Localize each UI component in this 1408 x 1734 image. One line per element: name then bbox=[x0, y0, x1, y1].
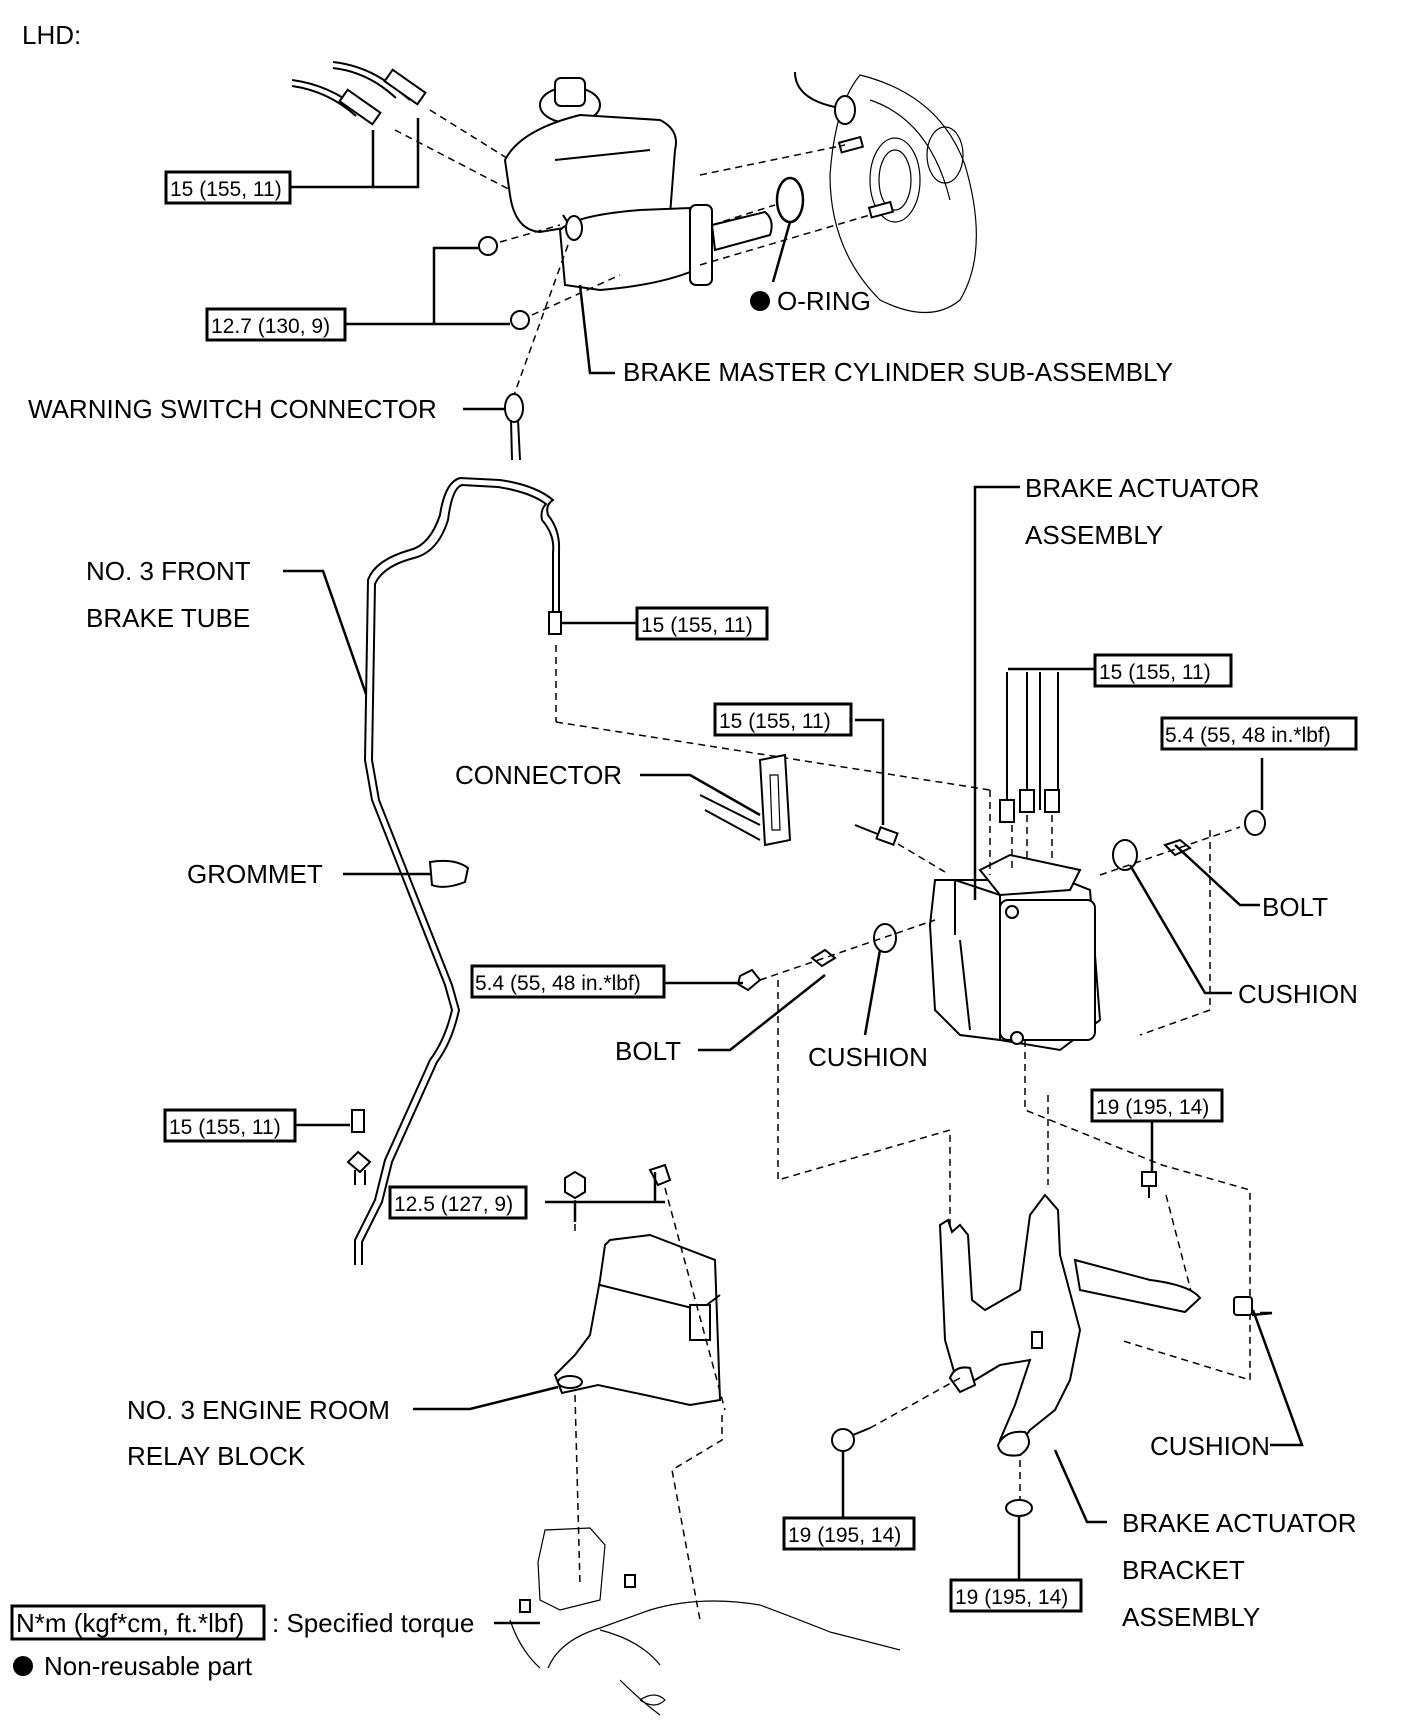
label-actuator-line1: BRAKE ACTUATOR bbox=[1025, 473, 1260, 503]
torque-relay-block: 12.5 (127, 9) bbox=[388, 1185, 528, 1220]
label-front-brake-tube-line1: NO. 3 FRONT bbox=[86, 556, 251, 586]
label-connector: CONNECTOR bbox=[455, 760, 622, 790]
brake-tubes-master bbox=[291, 61, 521, 196]
torque-bracket-left: 19 (195, 14) bbox=[782, 1516, 916, 1551]
variant-label: LHD: bbox=[22, 20, 81, 50]
torque-front-tube-top: 15 (155, 11) bbox=[635, 606, 769, 641]
leaders-relay bbox=[413, 1172, 665, 1411]
label-cushion-left: CUSHION bbox=[808, 1042, 928, 1072]
label-actuator-line2: ASSEMBLY bbox=[1025, 520, 1163, 550]
warning-switch-part bbox=[504, 244, 569, 461]
label-bolt-left: BOLT bbox=[615, 1036, 681, 1066]
brake-actuator bbox=[928, 853, 1102, 1052]
actuator-tubes bbox=[854, 672, 1060, 875]
torque-cushion-right: 5.4 (55, 48 in.*lbf) bbox=[1160, 716, 1358, 751]
brake-booster bbox=[794, 71, 977, 314]
bracket-assembly bbox=[938, 1193, 1202, 1457]
torque-value: 19 (195, 14) bbox=[1096, 1096, 1209, 1119]
label-bracket-line1: BRAKE ACTUATOR bbox=[1122, 1508, 1357, 1538]
leaders-bracket bbox=[841, 1122, 1304, 1583]
label-relay-block-line2: RELAY BLOCK bbox=[127, 1441, 306, 1471]
torque-bracket-top: 19 (195, 14) bbox=[1090, 1088, 1224, 1123]
legend: N*m (kgf*cm, ft.*lbf) : Specified torque… bbox=[10, 1604, 474, 1681]
legend-torque-desc: : Specified torque bbox=[272, 1608, 474, 1638]
torque-front-tube-bottom: 15 (155, 11) bbox=[163, 1108, 297, 1143]
torque-value: 15 (155, 11) bbox=[170, 178, 282, 201]
label-cushion-bottom: CUSHION bbox=[1150, 1431, 1270, 1461]
label-grommet: GROMMET bbox=[187, 859, 323, 889]
body-panel bbox=[494, 1527, 901, 1716]
label-cushion-right: CUSHION bbox=[1238, 979, 1358, 1009]
torque-bracket-bottom: 19 (195, 14) bbox=[949, 1578, 1083, 1613]
label-bolt-right: BOLT bbox=[1262, 892, 1328, 922]
leaders-top bbox=[290, 118, 615, 411]
mc-nuts bbox=[478, 224, 621, 330]
label-master-cylinder: BRAKE MASTER CYLINDER SUB-ASSEMBLY bbox=[623, 357, 1173, 387]
torque-mc-nuts: 12.7 (130, 9) bbox=[205, 307, 347, 342]
clip-part bbox=[346, 1150, 372, 1185]
label-bracket-line3: ASSEMBLY bbox=[1122, 1602, 1260, 1632]
o-ring-part bbox=[699, 144, 871, 283]
torque-value: 5.4 (55, 48 in.*lbf) bbox=[475, 972, 641, 995]
leaders-front-tube bbox=[283, 569, 637, 1127]
bracket-fasteners bbox=[831, 1171, 1253, 1517]
actuator-mount-parts bbox=[736, 810, 1266, 992]
label-warning-switch-connector: WARNING SWITCH CONNECTOR bbox=[28, 394, 437, 424]
torque-value: 15 (155, 11) bbox=[719, 710, 831, 733]
relay-fasteners bbox=[564, 1163, 726, 1621]
non-reusable-dot-icon bbox=[750, 291, 770, 311]
torque-value: 5.4 (55, 48 in.*lbf) bbox=[1165, 724, 1331, 747]
torque-cushion-left: 5.4 (55, 48 in.*lbf) bbox=[470, 964, 666, 999]
non-reusable-dot-icon bbox=[13, 1656, 33, 1676]
relay-block bbox=[553, 1233, 722, 1407]
label-front-brake-tube-line2: BRAKE TUBE bbox=[86, 603, 250, 633]
front-brake-tube bbox=[351, 476, 991, 1265]
assembly-dashes bbox=[777, 830, 1251, 1382]
legend-non-reusable: Non-reusable part bbox=[44, 1651, 253, 1681]
torque-value: 15 (155, 11) bbox=[641, 614, 753, 637]
torque-value: 12.5 (127, 9) bbox=[394, 1193, 513, 1216]
torque-value: 19 (195, 14) bbox=[955, 1586, 1068, 1609]
torque-actuator-tubes: 15 (155, 11) bbox=[1093, 653, 1233, 688]
legend-torque-unit: N*m (kgf*cm, ft.*lbf) bbox=[16, 1608, 244, 1638]
torque-actuator-single: 15 (155, 11) bbox=[713, 702, 853, 737]
master-cylinder bbox=[503, 77, 773, 292]
torque-value: 15 (155, 11) bbox=[1099, 661, 1211, 684]
label-o-ring: O-RING bbox=[777, 286, 871, 316]
torque-value: 15 (155, 11) bbox=[169, 1116, 281, 1139]
legend-torque-box bbox=[10, 1604, 266, 1641]
leaders-actuator bbox=[663, 485, 1264, 1052]
label-bracket-line2: BRACKET bbox=[1122, 1555, 1245, 1585]
torque-mc-tubes: 15 (155, 11) bbox=[164, 170, 292, 205]
connector-part bbox=[640, 753, 792, 847]
label-relay-block-line1: NO. 3 ENGINE ROOM bbox=[127, 1395, 390, 1425]
torque-value: 19 (195, 14) bbox=[788, 1524, 901, 1547]
torque-value: 12.7 (130, 9) bbox=[211, 315, 330, 338]
